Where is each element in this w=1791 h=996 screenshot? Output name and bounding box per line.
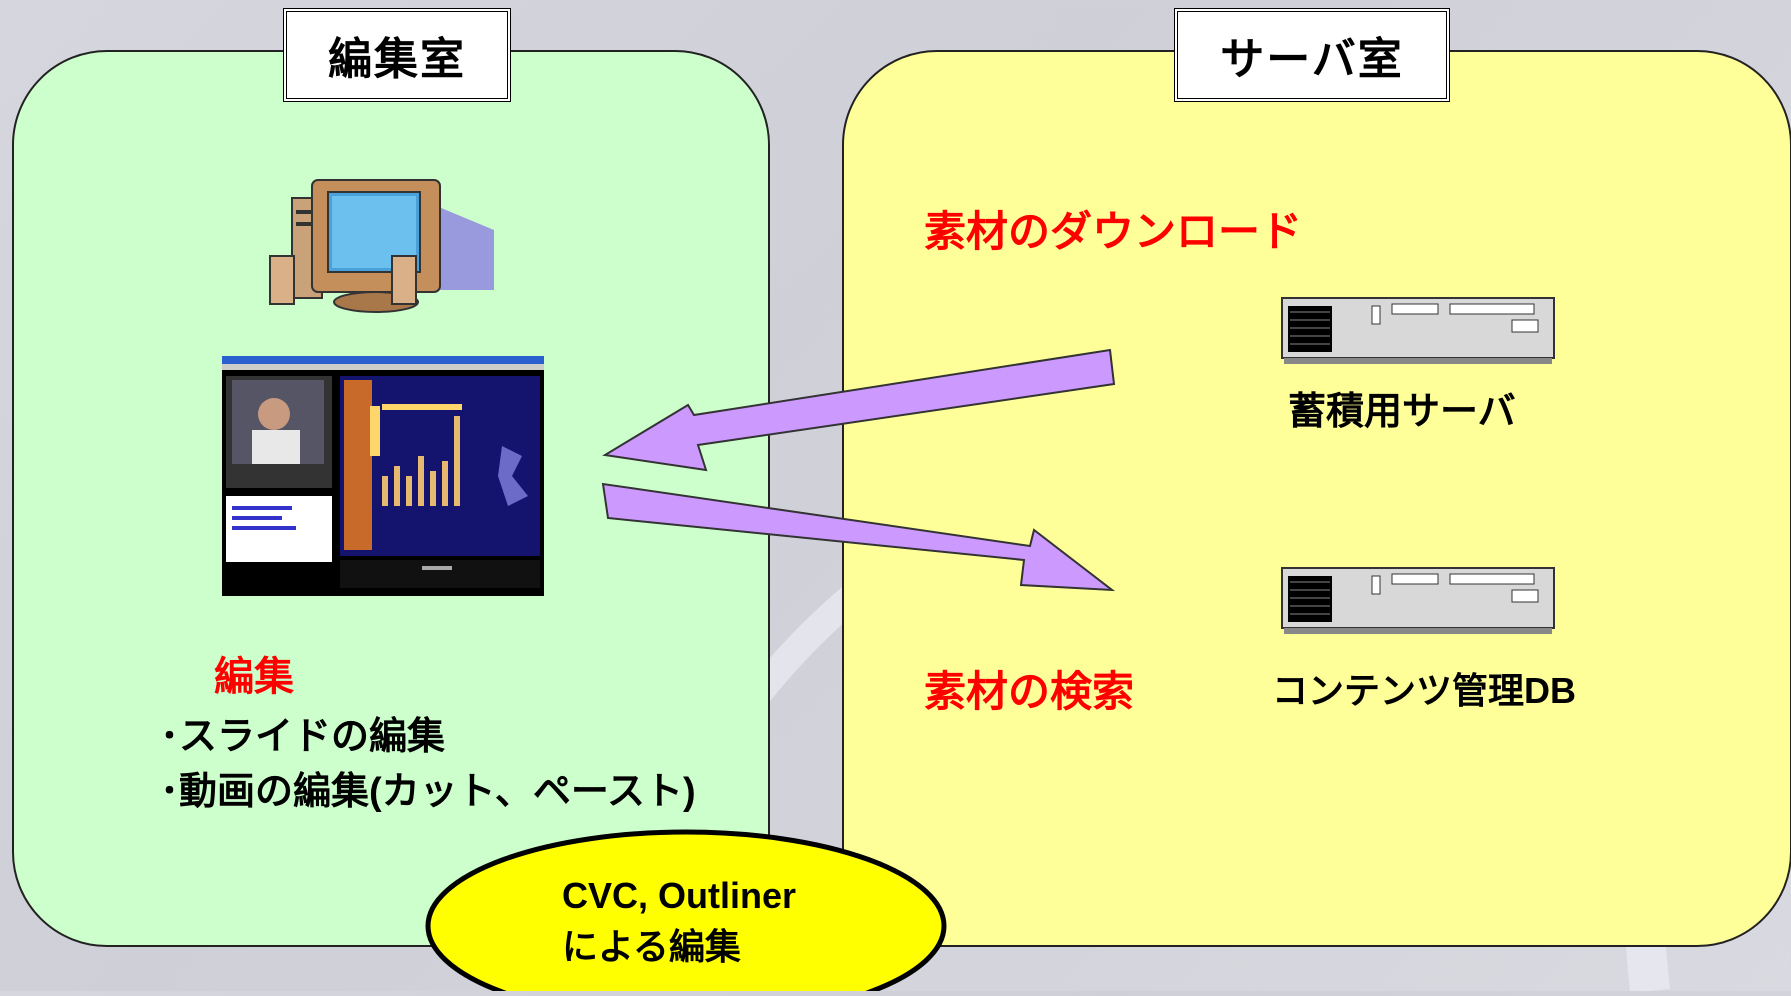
server-room-panel [842, 50, 1791, 947]
callout-ellipse: CVC, Outliner による編集 [420, 826, 952, 996]
editing-room-title: 編集室 [283, 8, 511, 102]
storage-server-label: 蓄積用サーバ [1288, 391, 1516, 433]
computer-icon [269, 179, 494, 313]
edit-heading: 編集 [214, 655, 294, 699]
download-label: 素材のダウンロード [924, 208, 1303, 255]
search-label: 素材の検索 [924, 668, 1135, 715]
server-room-title: サーバ室 [1174, 8, 1450, 102]
callout-line-2: による編集 [562, 926, 741, 967]
content-db-server-icon [1281, 567, 1555, 634]
callout-line-1: CVC, Outliner [562, 875, 797, 916]
callout-shape [425, 829, 947, 996]
content-db-label: コンテンツ管理DB [1272, 670, 1576, 711]
search-arrow [601, 482, 1116, 592]
editor-screenshot-image [222, 356, 544, 596]
storage-server-icon [1281, 297, 1555, 364]
bullet-slide-edit: ･スライドの編集 [160, 716, 446, 758]
callout-text: CVC, Outliner による編集 [562, 870, 796, 972]
download-arrow [602, 348, 1116, 472]
bullet-video-edit: ･動画の編集(カット、ペースト) [160, 771, 696, 813]
